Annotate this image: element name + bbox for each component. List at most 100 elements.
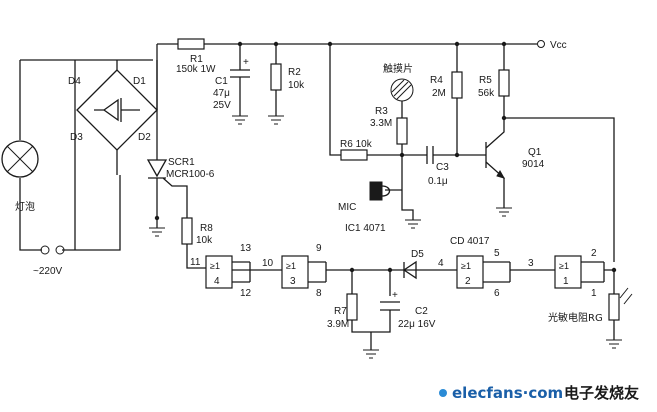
lamp-label: 灯泡 — [15, 200, 35, 213]
c3-capacitor — [426, 146, 434, 164]
r1-resistor — [177, 38, 205, 50]
mains-voltage-label: ~220V — [33, 266, 63, 277]
c2-name: C2 — [415, 306, 428, 317]
r3-resistor — [396, 117, 408, 145]
d5-label: D5 — [411, 249, 424, 260]
pin-12: 12 — [240, 288, 252, 299]
gate-2 — [456, 255, 555, 289]
gate-1-body — [554, 255, 582, 289]
scr-value: MCR100-6 — [166, 169, 215, 180]
r1-name: R1 — [190, 54, 203, 65]
pin-2: 2 — [591, 248, 597, 259]
ground-symbol — [496, 207, 512, 217]
gate-1 — [554, 255, 617, 289]
d2-label: D2 — [138, 132, 151, 143]
r2-name: R2 — [288, 67, 301, 78]
r6-label: R6 10k — [340, 139, 373, 150]
r3-value: 3.3M — [370, 118, 392, 129]
gate-4-number: 4 — [214, 276, 220, 287]
pin-9: 9 — [316, 243, 322, 254]
d3-label: D3 — [70, 132, 83, 143]
bridge-diode-symbol — [102, 98, 119, 122]
r7-c2-d5 — [346, 260, 417, 359]
scr-branch — [146, 110, 206, 269]
gate-1-symbol: ≥1 — [559, 261, 569, 271]
watermark-cn: 电子发烧友 — [564, 384, 639, 402]
gate-1-number: 1 — [563, 276, 569, 287]
q1-value: 9014 — [522, 159, 545, 170]
vcc-rail — [156, 40, 545, 110]
r1-value: 150k 1W — [176, 64, 216, 75]
c1-voltage: 25V — [213, 100, 231, 111]
d1-label: D1 — [133, 76, 146, 87]
gate-4-body — [205, 255, 233, 289]
pin-13: 13 — [240, 243, 252, 254]
mains-terminal-right — [55, 245, 65, 255]
c2-polarity: + — [392, 290, 398, 301]
scr-symbol — [146, 159, 168, 178]
r4-value: 2M — [432, 88, 446, 99]
watermark-dot-icon — [439, 389, 447, 397]
r2-branch — [268, 44, 284, 125]
r6-resistor — [340, 149, 368, 161]
ground-symbol — [149, 227, 165, 237]
ground-symbol — [405, 219, 421, 229]
c1-polarity: + — [243, 57, 249, 68]
gate-3-number: 3 — [290, 276, 296, 287]
ic2-label: CD 4017 — [450, 236, 490, 247]
gate-3 — [281, 255, 457, 289]
lamp-symbol — [1, 140, 39, 178]
r6-c3-branch — [329, 44, 486, 164]
r3-name: R3 — [375, 106, 388, 117]
c1-name: C1 — [215, 76, 228, 87]
mic-label: MIC — [338, 202, 356, 213]
r8-name: R8 — [200, 223, 213, 234]
gate-3-body — [281, 255, 309, 289]
r7-resistor — [346, 293, 358, 321]
r7-value: 3.9M — [327, 319, 349, 330]
c1-capacitor — [230, 44, 250, 125]
mic-branch — [369, 155, 421, 229]
r2-value: 10k — [288, 80, 305, 91]
c2-value: 22μ 16V — [398, 319, 436, 330]
ground-symbol — [268, 115, 284, 125]
pin-5: 5 — [494, 248, 500, 259]
ic1-label: IC1 4071 — [345, 223, 386, 234]
vcc-label: Vcc — [550, 40, 567, 51]
r5-name: R5 — [479, 75, 492, 86]
pin-3: 3 — [528, 258, 534, 269]
c3-value: 0.1μ — [428, 176, 448, 187]
watermark: elecfans·com 电子发烧友 — [439, 384, 639, 402]
d5-diode — [402, 260, 417, 280]
d4-label: D4 — [68, 76, 81, 87]
watermark-domain: elecfans·com — [452, 384, 563, 402]
pin-8: 8 — [316, 288, 322, 299]
ldr-label: 光敏电阻RG — [548, 311, 603, 324]
gate-2-body — [456, 255, 484, 289]
c1-value: 47μ — [213, 88, 230, 99]
c2-capacitor — [380, 301, 400, 311]
gate-4-symbol: ≥1 — [210, 261, 220, 271]
light-arrows — [619, 287, 633, 305]
mains-terminal-left — [40, 245, 50, 255]
pin-10: 10 — [262, 258, 274, 269]
ground-symbol — [363, 349, 379, 359]
ldr-resistor — [608, 293, 620, 321]
r5-value: 56k — [478, 88, 495, 99]
pin-1: 1 — [591, 288, 597, 299]
gate-2-symbol: ≥1 — [461, 261, 471, 271]
gate-2-number: 2 — [465, 276, 471, 287]
pin-4: 4 — [438, 258, 444, 269]
r5-resistor — [498, 69, 510, 97]
mains-lamp-loop — [1, 59, 153, 255]
c3-name: C3 — [436, 162, 449, 173]
ldr-branch — [606, 270, 633, 349]
scr-name: SCR1 — [168, 157, 195, 168]
r4-branch — [451, 44, 463, 155]
r4-name: R4 — [430, 75, 443, 86]
r8-value: 10k — [196, 235, 213, 246]
ground-symbol — [232, 115, 248, 125]
touch-branch — [390, 78, 414, 155]
